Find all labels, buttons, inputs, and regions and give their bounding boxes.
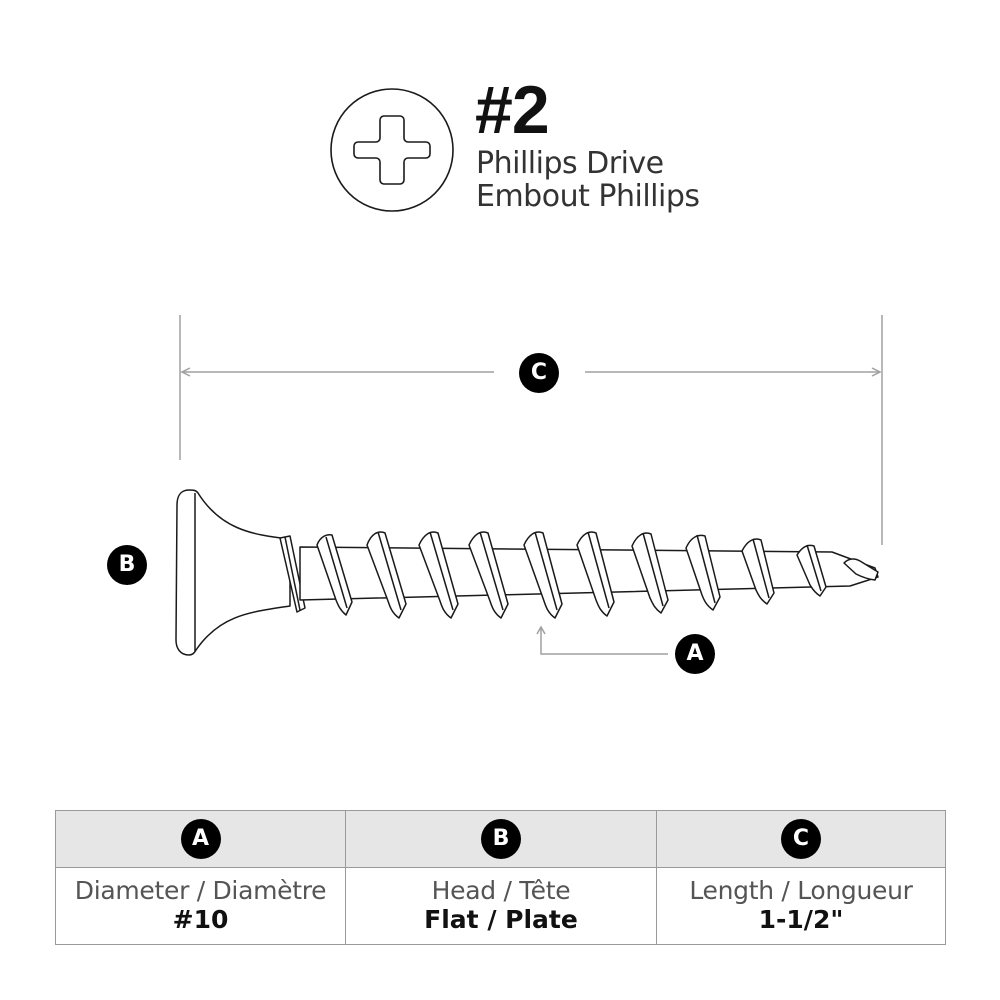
cell-head: Head / Tête Flat / Plate (345, 867, 657, 945)
table-badge-c: C (781, 819, 821, 859)
phillips-drive-icon (330, 88, 454, 212)
screw-illustration (175, 489, 879, 656)
table-badge-b: B (481, 819, 521, 859)
table-badge-a: A (180, 819, 221, 859)
specification-table: A B C Diameter / Diamètre #10 Head / Têt… (55, 810, 946, 945)
header-cell-diameter: A (55, 810, 346, 868)
drive-size: #2 (475, 72, 550, 148)
length-dimension-line (179, 315, 883, 545)
label-badge-a: A (675, 634, 715, 674)
cell-diameter: Diameter / Diamètre #10 (55, 867, 346, 945)
head-label: Head / Tête (431, 876, 571, 905)
label-badge-b: B (107, 545, 147, 585)
drive-type-french: Embout Phillips (476, 179, 700, 214)
diameter-label: Diameter / Diamètre (74, 876, 327, 905)
label-badge-c: C (519, 353, 559, 393)
diameter-value: #10 (172, 905, 229, 934)
head-value: Flat / Plate (424, 905, 578, 934)
drive-type-english: Phillips Drive (476, 146, 664, 181)
header-cell-head: B (345, 810, 657, 868)
diameter-pointer-line (536, 625, 668, 655)
cell-length: Length / Longueur 1-1/2" (656, 867, 946, 945)
header-cell-length: C (656, 810, 946, 868)
table-row: Diameter / Diamètre #10 Head / Tête Flat… (55, 867, 946, 945)
table-header-row: A B C (55, 810, 946, 868)
length-label: Length / Longueur (689, 876, 913, 905)
length-value: 1-1/2" (758, 905, 844, 934)
screw-diagram (175, 315, 883, 656)
